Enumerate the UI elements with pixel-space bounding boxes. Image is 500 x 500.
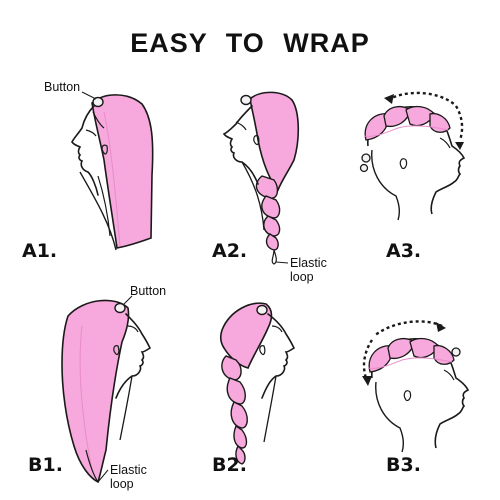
step-label-a3: A3. — [386, 240, 422, 262]
a2-face-profile — [222, 105, 259, 185]
towel-button-icon — [92, 96, 104, 108]
rotation-arrow-icon — [384, 91, 464, 150]
page-title: EASY TO WRAP — [130, 28, 370, 58]
step-label-a2: A2. — [212, 240, 248, 262]
towel-button-icon — [114, 302, 126, 314]
rotation-arrow-icon — [362, 320, 446, 386]
a2-illustration — [222, 91, 300, 265]
a3-knot — [361, 153, 371, 163]
panel-a2: Elastic loop A2. — [170, 0, 340, 284]
a3-twisted-band — [363, 105, 451, 141]
a3-illustration — [359, 91, 466, 221]
b1-elastic-callout: Elastic loop — [110, 463, 147, 491]
step-label-b3: B3. — [386, 454, 421, 476]
a1-face-profile — [71, 105, 99, 196]
b3-twisted-band — [367, 337, 455, 373]
b1-towel — [61, 299, 130, 484]
step-label-a1: A1. — [22, 240, 58, 262]
a1-towel — [91, 94, 154, 249]
panel-b3: B3. — [340, 270, 500, 500]
b2-illustration — [219, 302, 296, 465]
a2-towel — [249, 91, 300, 192]
a1-button-callout: Button — [44, 80, 81, 94]
a1-illustration — [71, 91, 154, 251]
b3-knot — [451, 347, 461, 357]
step-label-b2: B2. — [212, 454, 247, 476]
elastic-loop-icon — [271, 249, 277, 265]
b3-illustration — [362, 320, 470, 453]
b1-illustration — [61, 295, 152, 484]
b1-button-callout: Button — [130, 284, 167, 298]
a2-twisted-tail — [255, 175, 281, 251]
panel-b2: B2. — [170, 270, 340, 500]
a2-elastic-callout: Elastic loop — [290, 256, 327, 284]
panel-a3: A3. — [340, 0, 500, 270]
b2-towel — [219, 302, 273, 369]
step-label-b1: B1. — [28, 454, 63, 476]
b2-face-profile — [261, 313, 296, 399]
panel-a1: Button A1. — [0, 0, 170, 270]
panel-b1: Button Elastic loop B1. — [0, 270, 170, 500]
towel-button-icon — [256, 304, 268, 316]
towel-button-icon — [240, 94, 252, 106]
b1-face-profile — [115, 313, 152, 399]
b2-twisted-tail — [221, 355, 248, 465]
